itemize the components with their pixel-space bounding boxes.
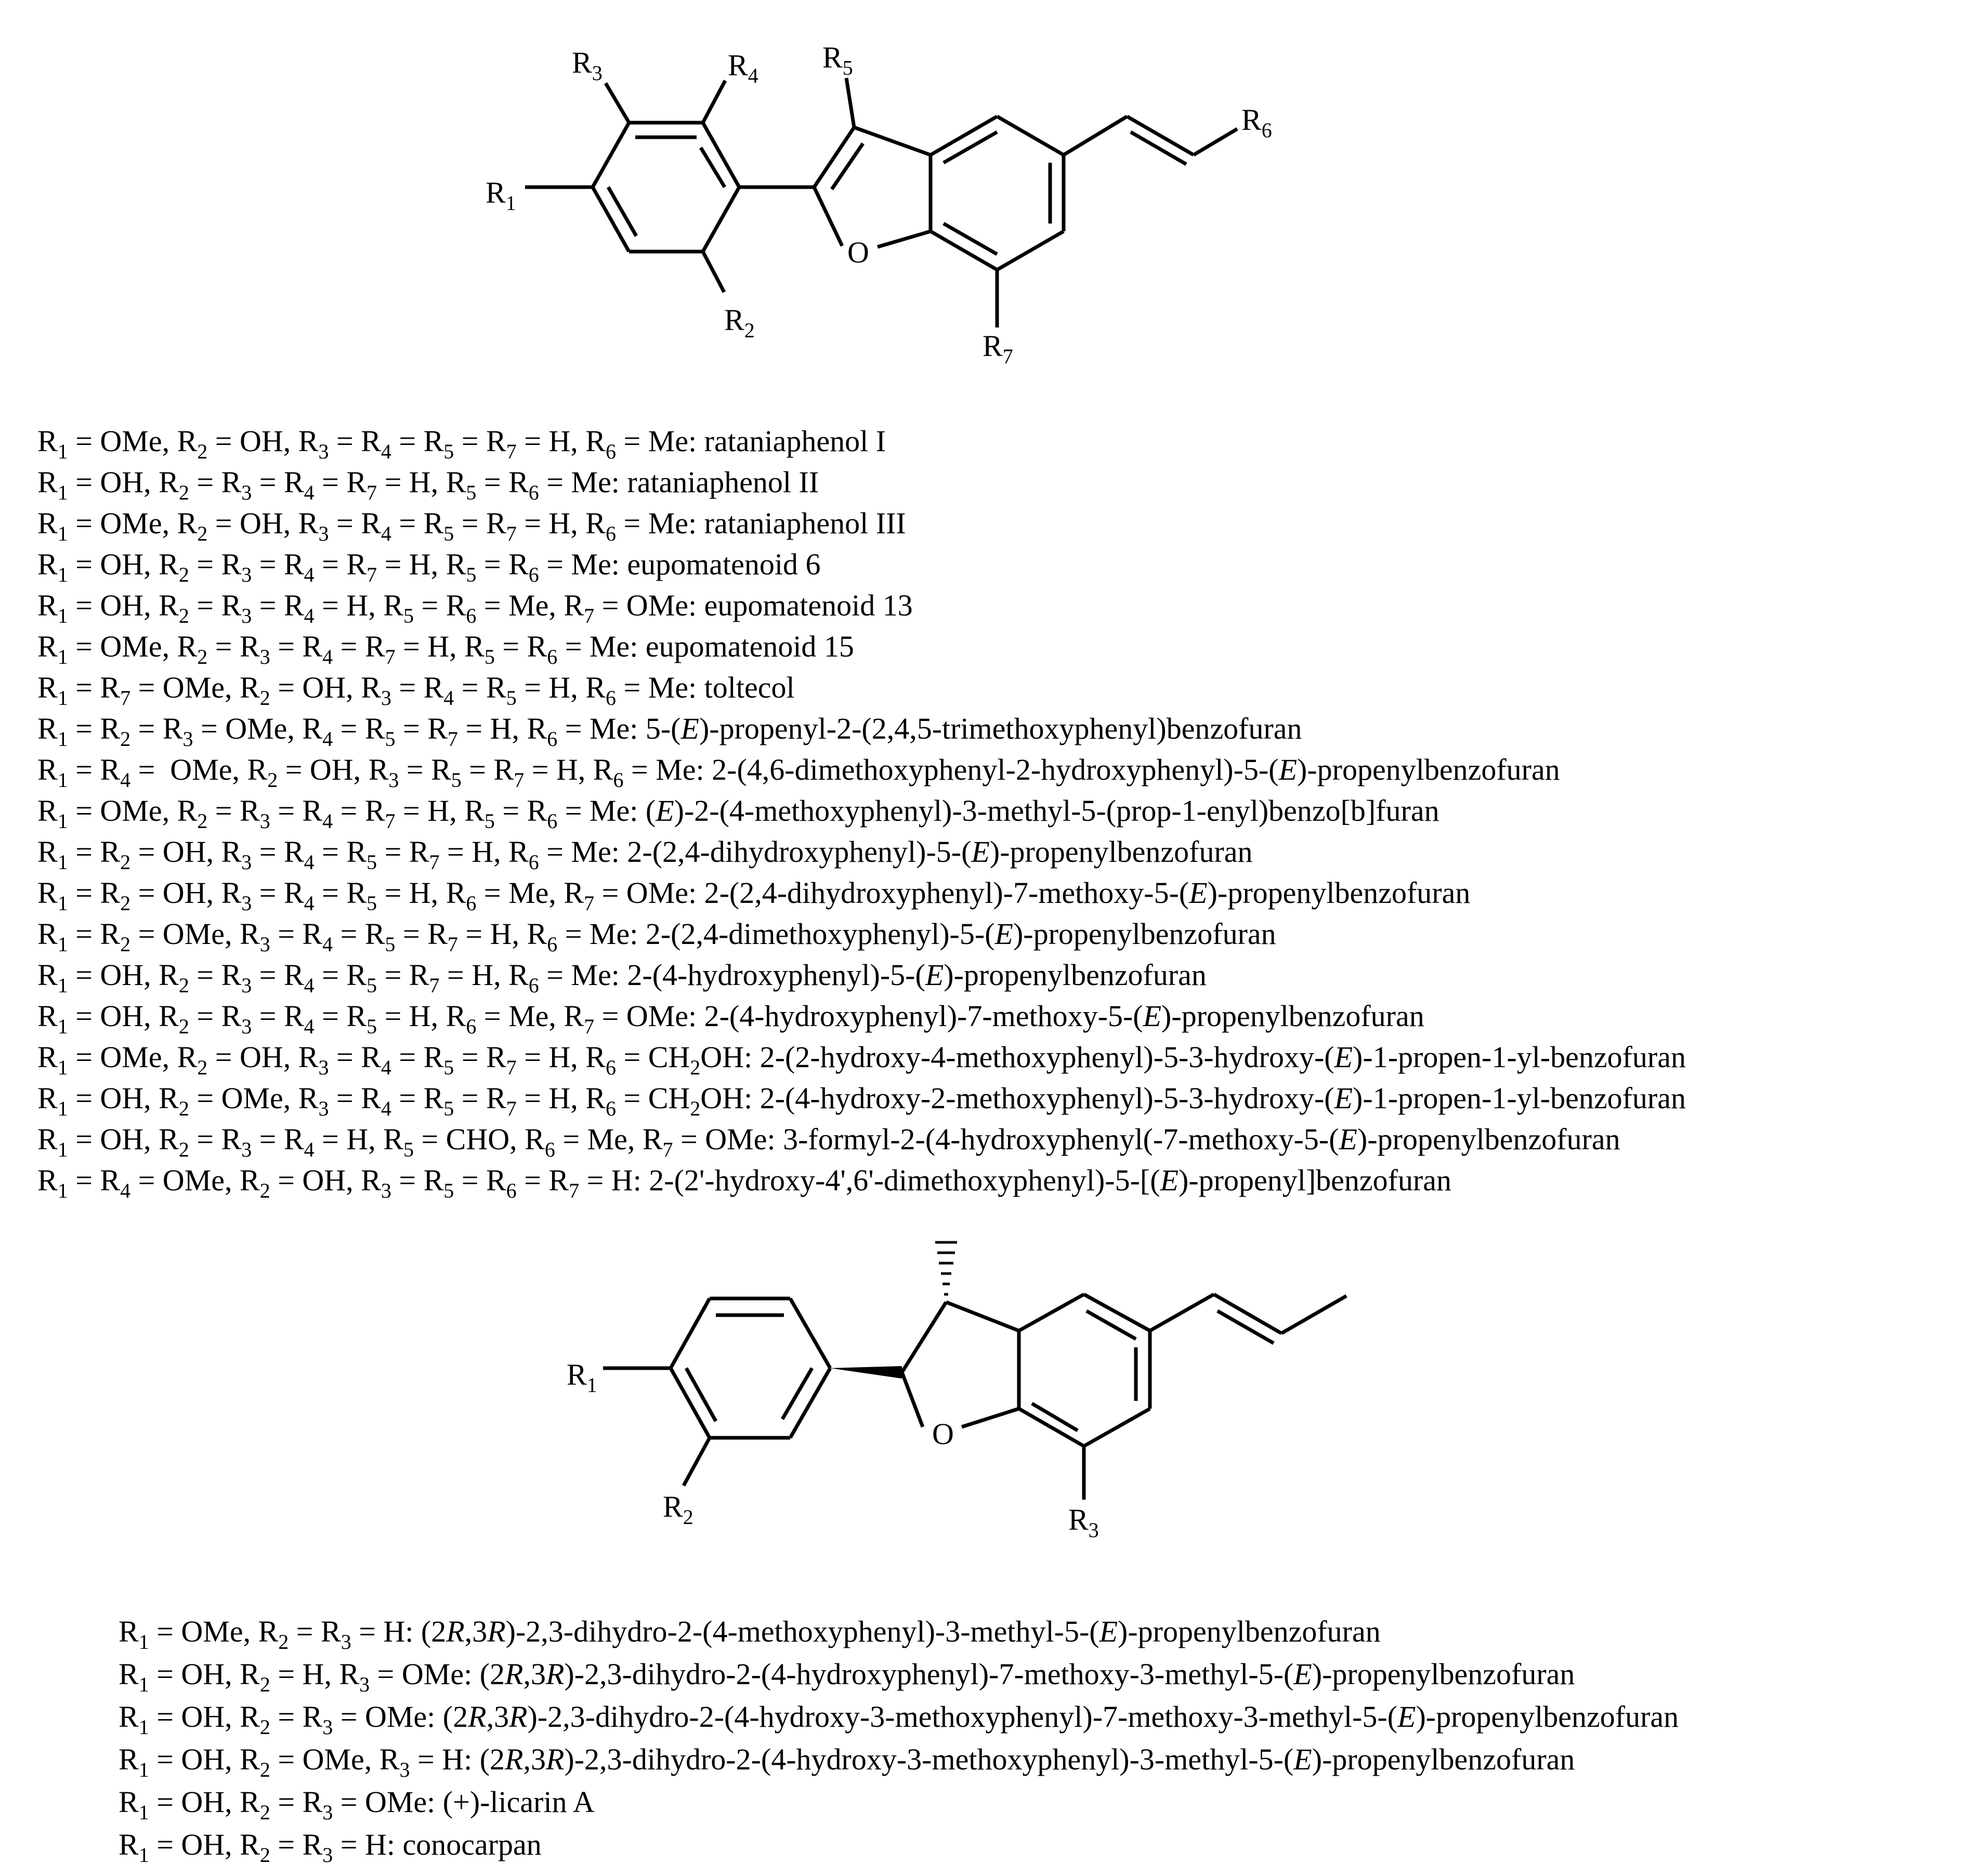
table-b: R1 = OMe, R2 = R3 = H: (2R,3R)-2,3-dihyd… (119, 1615, 1679, 1867)
table-a-entry: R1 = R2 = OH, R3 = R4 = R5 = R7 = H, R6 … (37, 835, 1253, 874)
table-a-entry: R1 = OMe, R2 = OH, R3 = R4 = R5 = R7 = H… (37, 424, 886, 463)
structure-b-label-r2: R2 (663, 1490, 693, 1529)
table-b-entry: R1 = OH, R2 = OMe, R3 = H: (2R,3R)-2,3-d… (119, 1742, 1575, 1781)
table-b-entry: R1 = OH, R2 = R3 = OMe: (+)-licarin A (119, 1785, 595, 1824)
structure-b-bonds (603, 1292, 1347, 1500)
table-b-entry: R1 = OH, R2 = R3 = OMe: (2R,3R)-2,3-dihy… (119, 1700, 1679, 1739)
table-a-entry: R1 = OMe, R2 = R3 = R4 = R7 = H, R5 = R6… (37, 794, 1439, 833)
structure-b-wedge-bond (830, 1366, 902, 1379)
table-a: R1 = OMe, R2 = OH, R3 = R4 = R5 = R7 = H… (37, 424, 1686, 1202)
structure-a-bonds (525, 77, 1238, 327)
structure-a-label-r6: R6 (1241, 103, 1272, 142)
table-a-entry: R1 = OMe, R2 = R3 = R4 = R7 = H, R5 = R6… (37, 629, 854, 668)
structure-b-label-o: O (932, 1417, 954, 1451)
table-b-entry: R1 = OMe, R2 = R3 = H: (2R,3R)-2,3-dihyd… (119, 1615, 1381, 1654)
table-b-entry: R1 = OH, R2 = R3 = H: conocarpan (119, 1828, 542, 1867)
structure-a-label-r4: R4 (728, 48, 758, 87)
table-a-entry: R1 = R4 = OMe, R2 = OH, R3 = R5 = R6 = R… (37, 1163, 1451, 1202)
structure-a-label-o: O (847, 235, 869, 269)
table-b-entry: R1 = OH, R2 = H, R3 = OMe: (2R,3R)-2,3-d… (119, 1657, 1575, 1696)
structure-a-label-r7: R7 (983, 329, 1013, 368)
structure-a-label-r2: R2 (724, 303, 755, 342)
table-a-entry: R1 = R2 = R3 = OMe, R4 = R5 = R7 = H, R6… (37, 712, 1302, 751)
table-a-entry: R1 = R2 = OH, R3 = R4 = R5 = H, R6 = Me,… (37, 876, 1470, 915)
table-a-entry: R1 = OH, R2 = R3 = R4 = R5 = R7 = H, R6 … (37, 958, 1207, 997)
structure-a-label-r5: R5 (822, 41, 853, 80)
structure-b-label-r1: R1 (567, 1358, 597, 1397)
structure-b-label-r3: R3 (1068, 1503, 1099, 1542)
table-a-entry: R1 = OMe, R2 = OH, R3 = R4 = R5 = R7 = H… (37, 1040, 1686, 1079)
table-a-entry: R1 = R2 = OMe, R3 = R4 = R5 = R7 = H, R6… (37, 917, 1276, 956)
table-a-entry: R1 = OH, R2 = R3 = R4 = R7 = H, R5 = R6 … (37, 547, 821, 586)
table-a-entry: R1 = OH, R2 = R3 = R4 = H, R5 = CHO, R6 … (37, 1122, 1620, 1161)
structure-b-labels: R1 O R2 R3 (567, 1358, 1099, 1542)
table-a-entry: R1 = OH, R2 = OMe, R3 = R4 = R5 = R7 = H… (37, 1081, 1686, 1120)
table-a-entry: R1 = OMe, R2 = OH, R3 = R4 = R5 = R7 = H… (37, 506, 906, 545)
structure-b-hashed-bond (935, 1241, 957, 1296)
table-a-entry: R1 = R7 = OMe, R2 = OH, R3 = R4 = R5 = H… (37, 671, 795, 710)
table-a-entry: R1 = OH, R2 = R3 = R4 = R7 = H, R5 = R6 … (37, 465, 819, 504)
table-a-entry: R1 = OH, R2 = R3 = R4 = H, R5 = R6 = Me,… (37, 588, 913, 627)
structure-a-labels: R3 R4 R5 R6 R1 O R2 R7 (486, 41, 1272, 368)
table-a-entry: R1 = OH, R2 = R3 = R4 = R5 = H, R6 = Me,… (37, 999, 1424, 1038)
table-a-entry: R1 = R4 = OMe, R2 = OH, R3 = R5 = R7 = H… (37, 753, 1560, 792)
structure-a-label-r1: R1 (486, 176, 516, 215)
structure-a-label-r3: R3 (572, 46, 603, 85)
